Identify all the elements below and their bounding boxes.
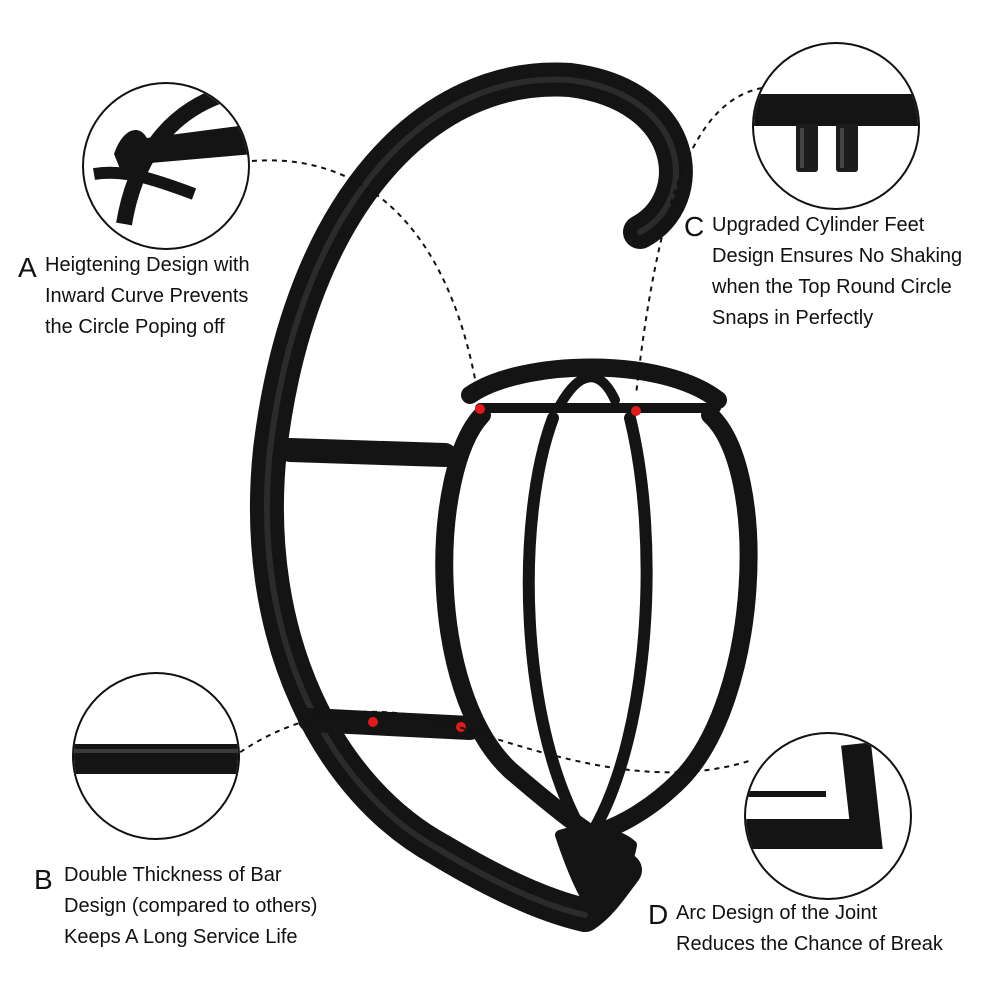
callout-c-line-4: Snaps in Perfectly [712, 307, 874, 329]
callout-c-line-3: when the Top Round Circle [712, 276, 952, 298]
callout-a-letter: A [18, 252, 37, 283]
callout-c-letter: C [684, 211, 705, 242]
callout-b-line-1: Double Thickness of Bar [64, 864, 282, 886]
cage-rib-left [435, 406, 594, 839]
cage-rib-right [591, 406, 758, 841]
zoom-circle-c [752, 42, 920, 210]
top-ring [461, 358, 727, 409]
marker-a [475, 404, 485, 414]
callout-a-line-3: the Circle Poping off [45, 316, 225, 338]
callout-c-line-1: Upgraded Cylinder Feet [712, 214, 925, 236]
marker-c [631, 406, 641, 416]
zoom-circle-a [82, 82, 250, 250]
crossbar-bottom [298, 708, 482, 740]
callout-c-line-2: Design Ensures No Shaking [712, 245, 963, 267]
base-joint [555, 826, 637, 920]
leader-c [635, 87, 763, 396]
callout-d-line-2: Reduces the Chance of Break [676, 933, 943, 955]
crossbar-top [278, 438, 457, 467]
leader-b [231, 710, 753, 774]
callout-a-line-1: Heigtening Design with [45, 254, 250, 276]
zoom-circle-d [744, 732, 912, 900]
leader-a [241, 159, 479, 396]
cage-rib-center-left [522, 412, 586, 834]
marker-b1 [368, 717, 378, 727]
callout-b-line-2: Design (compared to others) [64, 895, 318, 917]
callout-b-letter: B [34, 864, 53, 895]
cage-rib-center-right [589, 412, 653, 834]
callout-a-line-2: Inward Curve Prevents [45, 285, 249, 307]
callout-d-line-1: Arc Design of the Joint [676, 902, 878, 924]
detail-markers [368, 404, 641, 732]
zoom-circle-b [72, 672, 240, 840]
callout-d-letter: D [648, 899, 669, 930]
callout-b-line-3: Keeps A Long Service Life [64, 926, 298, 948]
